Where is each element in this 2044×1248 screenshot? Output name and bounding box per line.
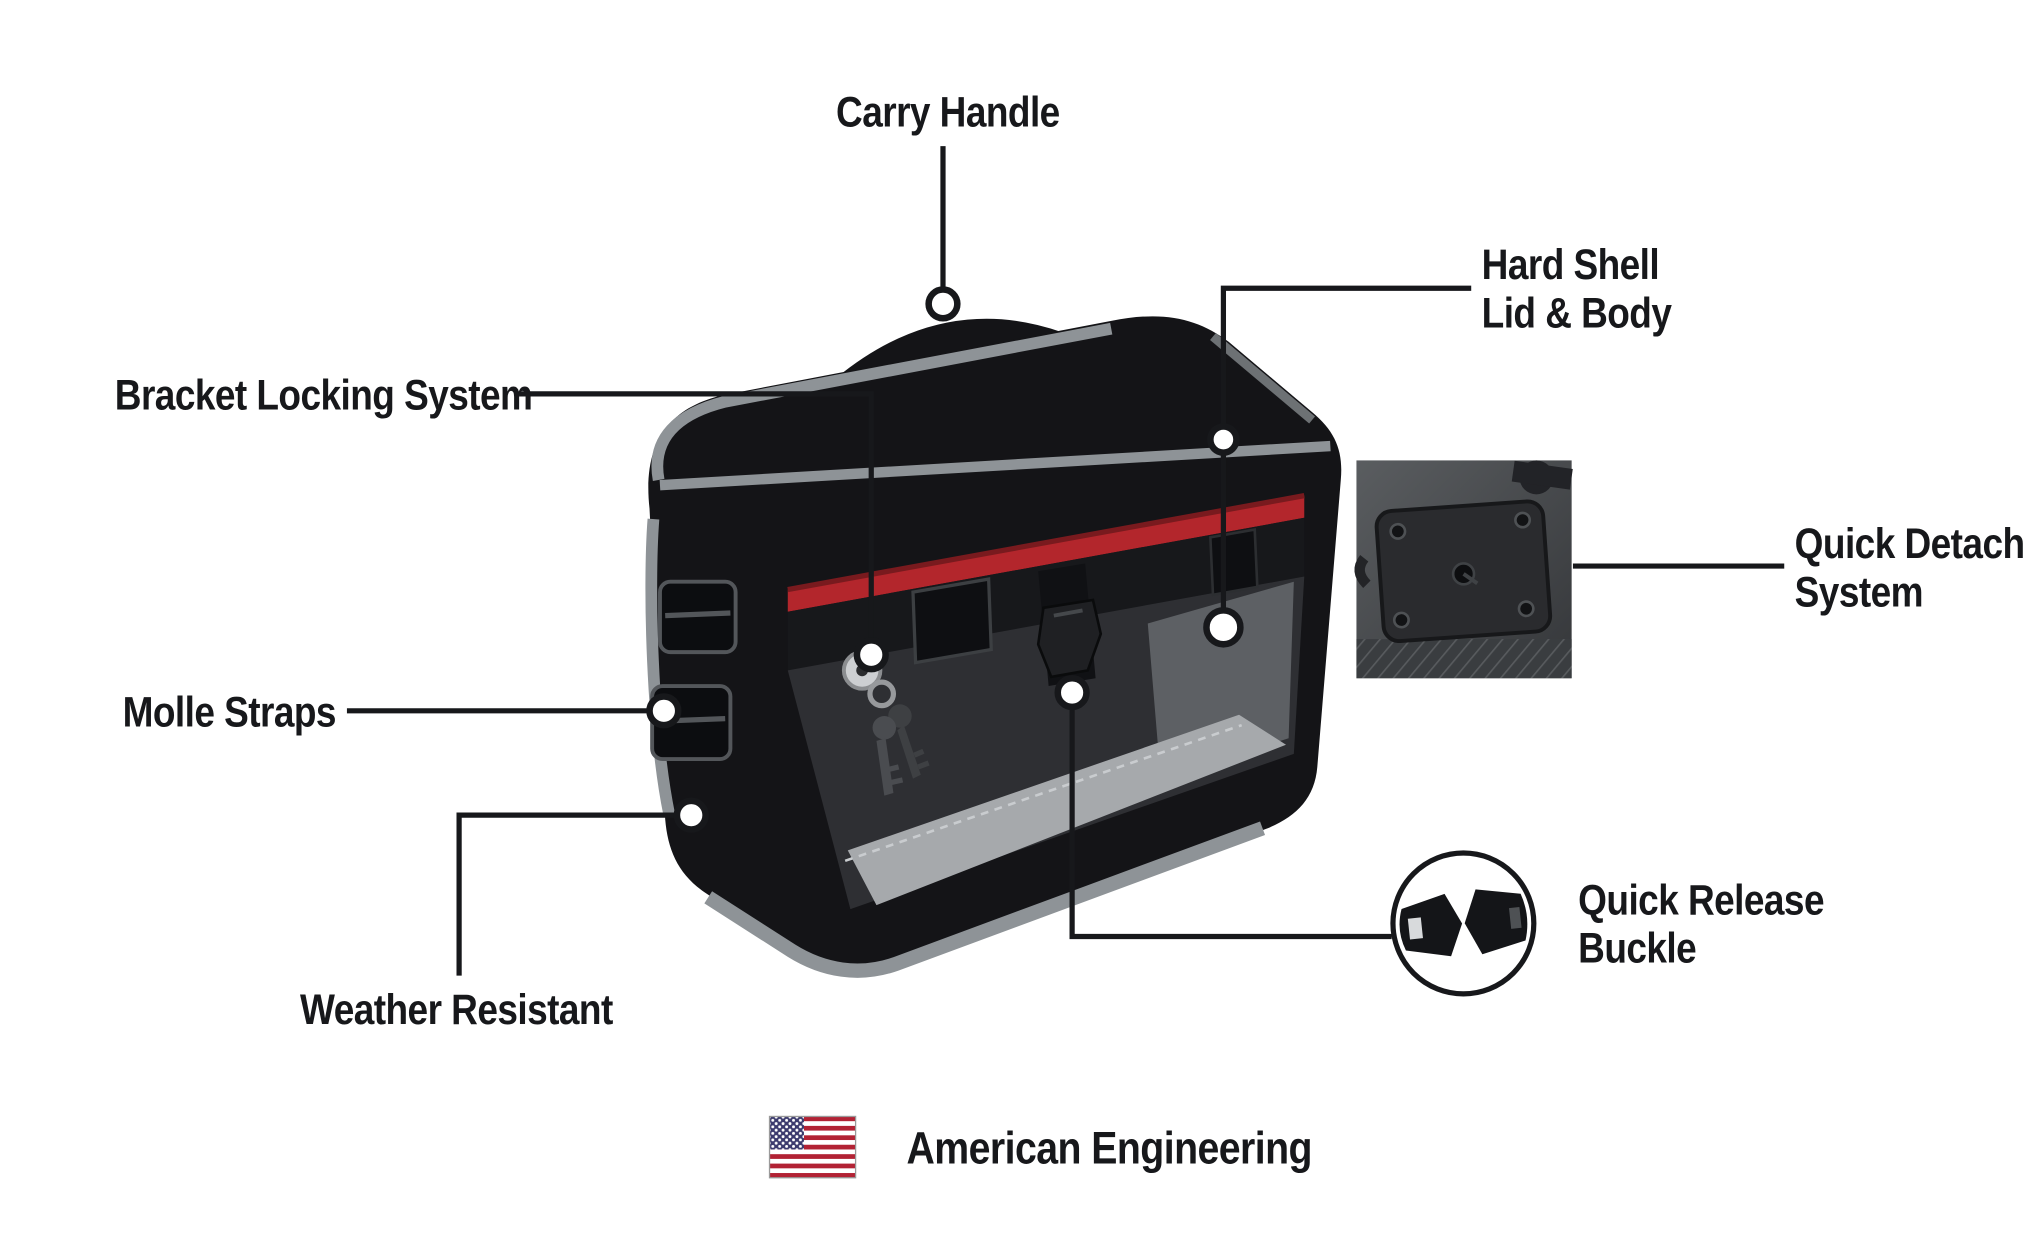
callout-label-quick-detach: Quick Detach System: [1794, 519, 2025, 616]
hard-shell-line: [1220, 285, 1472, 426]
molle-straps-point: [646, 693, 682, 729]
bracket-locking-line: [519, 391, 874, 641]
callout-label-molle-straps: Molle Straps: [122, 687, 337, 736]
hard-shell-body-point: [1203, 607, 1244, 648]
quick-detach-inset: [1354, 460, 1573, 679]
quick-release-point: [1054, 674, 1090, 711]
carry-handle-point: [925, 286, 961, 322]
callout-label-carry-handle: Carry Handle: [836, 87, 1060, 136]
footer-text: American Engineering: [906, 1122, 1312, 1174]
callout-label-hard-shell: Hard Shell Lid & Body: [1481, 239, 1672, 337]
bracket-locking-point: [853, 637, 889, 673]
quick-release-buckle-inset: [1390, 850, 1537, 997]
saddlebag-illustration: [645, 316, 1342, 978]
callout-label-weather-resistant: Weather Resistant: [299, 984, 613, 1033]
us-flag-icon: [768, 1115, 857, 1179]
callout-label-bracket-locking: Bracket Locking System: [114, 370, 533, 419]
buckle-icon: [1399, 889, 1528, 957]
weather-resistant-point: [673, 797, 709, 833]
center-buckle-shape: [1036, 598, 1103, 679]
red-accent-stripe: [787, 495, 1305, 612]
weather-resistant-line: [456, 812, 676, 976]
callout-label-quick-release: Quick Release Buckle: [1578, 875, 1824, 972]
hard-shell-lid-point: [1207, 423, 1240, 456]
callout-points: [646, 286, 1244, 833]
quick-release-line: [1069, 706, 1392, 940]
callout-connectors: [346, 146, 1785, 976]
